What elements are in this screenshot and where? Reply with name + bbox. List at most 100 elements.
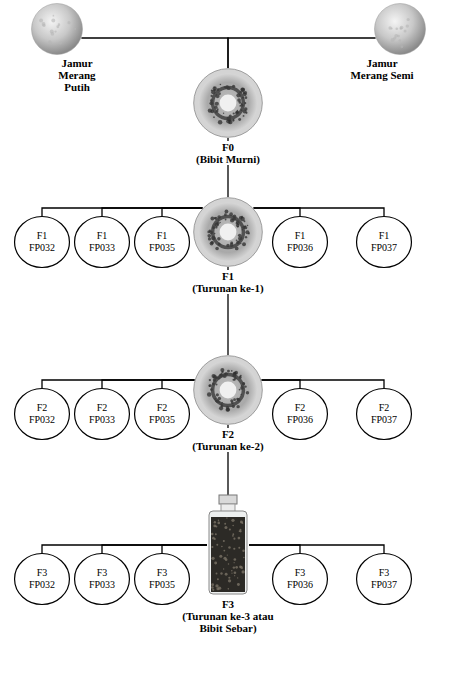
isolate-circle: F3FP037: [356, 553, 412, 605]
grain-speck: [228, 579, 231, 582]
grain-speck: [233, 566, 235, 568]
isolate-circle: F3FP035: [134, 553, 190, 605]
mycelium-speck: [245, 230, 249, 234]
texture-spot: [42, 22, 46, 26]
isolate-code: F2: [97, 402, 108, 414]
connector-line: [102, 208, 203, 216]
isolate-circle: F1FP033: [74, 216, 130, 268]
mycelium-speck: [240, 375, 242, 377]
texture-spot: [399, 39, 401, 41]
mycelium-speck: [242, 242, 246, 246]
isolate-circle: F2FP036: [272, 388, 328, 440]
grain-speck: [232, 525, 234, 527]
culture-dish: F1(Turunan ke-1): [193, 197, 263, 267]
grain-speck: [228, 546, 231, 549]
mycelium-speck: [243, 220, 245, 222]
connector-line: [253, 208, 300, 216]
connector-line: [162, 380, 194, 388]
mycelium-speck: [209, 379, 211, 381]
grain-speck: [214, 521, 216, 523]
mycelium-speck: [233, 398, 236, 401]
mycelium-speck: [207, 392, 211, 396]
parent-strain: Jamur Merang Putih: [31, 3, 83, 55]
isolate-code: F1: [295, 230, 306, 242]
dish-rim: [194, 198, 263, 267]
grain-speck: [238, 547, 240, 549]
inoculum-centre: [220, 382, 237, 399]
isolate-circle: F1FP037: [356, 216, 412, 268]
isolate-code: FP036: [287, 579, 313, 591]
node-label: (Turunan ke-3 atau Bibit Sebar): [178, 610, 278, 634]
isolate-code: FP036: [287, 414, 313, 426]
isolate-code: FP032: [29, 579, 55, 591]
grain-speck: [243, 557, 244, 558]
mycelium-speck: [218, 120, 222, 124]
isolate-code: FP033: [89, 242, 115, 254]
mycelium-speck: [248, 233, 250, 235]
grain-speck: [232, 535, 234, 537]
connector-line: [42, 208, 203, 216]
mycelium-speck: [216, 393, 219, 396]
mycelium-speck: [213, 86, 217, 90]
grain-speck: [215, 584, 218, 587]
mycelium-speck: [213, 116, 215, 118]
mycelium-speck: [239, 101, 242, 104]
grain-speck: [239, 566, 242, 569]
grain-speck: [212, 537, 215, 540]
texture-spot: [50, 30, 54, 34]
inoculum-centre: [220, 224, 237, 241]
grain-speck: [237, 583, 240, 586]
grain-speck: [224, 523, 226, 525]
spawn-bottle: F3(Turunan ke-3 atau Bibit Sebar): [207, 495, 249, 595]
mycelium-speck: [239, 389, 241, 391]
grain-speck: [225, 573, 228, 576]
connector-line: [102, 545, 207, 553]
isolate-circle: F1FP035: [134, 216, 190, 268]
mycelium-ring: [213, 88, 244, 119]
texture-spot: [407, 18, 410, 21]
petri-dish-illustration: [193, 355, 263, 425]
inoculum-centre: [220, 95, 237, 112]
isolate-code: FP036: [287, 242, 313, 254]
grain-speck: [224, 526, 227, 529]
circle-border: [273, 217, 328, 268]
mycelium-speck: [230, 241, 233, 244]
grain-speck: [211, 586, 214, 589]
grain-speck: [241, 521, 243, 523]
isolate-code: FP033: [89, 579, 115, 591]
circle-border: [75, 217, 130, 268]
mycelium-speck: [228, 120, 232, 124]
grain-speck: [223, 540, 225, 542]
grain-speck: [211, 557, 214, 560]
mycelium-speck: [239, 105, 241, 107]
grain-speck: [229, 528, 231, 530]
node-label: Jamur Merang Putih: [43, 57, 111, 93]
isolate-code: F2: [37, 402, 48, 414]
grain-speck: [227, 554, 228, 555]
mycelium-speck: [245, 236, 247, 238]
texture-spot: [59, 41, 62, 44]
node-label: (Turunan ke-1): [190, 282, 265, 294]
culture-dish: F2(Turunan ke-2): [193, 355, 263, 425]
grain-speck: [235, 566, 238, 569]
circle-border: [75, 554, 130, 605]
mycelium-speck: [207, 234, 211, 238]
isolate-circle: F2FP035: [134, 388, 190, 440]
grain-speck: [231, 570, 233, 572]
grain-speck: [221, 546, 223, 548]
mycelium-speck: [223, 113, 224, 114]
grain-speck: [213, 524, 216, 527]
texture-spot: [394, 34, 398, 38]
grain-speck: [232, 533, 234, 535]
node-label: F3: [220, 598, 236, 610]
node-caption: Jamur Merang Putih: [43, 57, 111, 93]
isolate-code: F2: [379, 402, 390, 414]
mycelium-speck: [217, 237, 221, 241]
grain-speck: [233, 538, 235, 540]
texture-spot: [53, 15, 55, 17]
circle-border: [135, 389, 190, 440]
grain-speck: [239, 530, 241, 532]
bottle-cap: [219, 495, 237, 504]
texture-spot: [395, 27, 398, 30]
isolate-code: FP037: [371, 579, 397, 591]
